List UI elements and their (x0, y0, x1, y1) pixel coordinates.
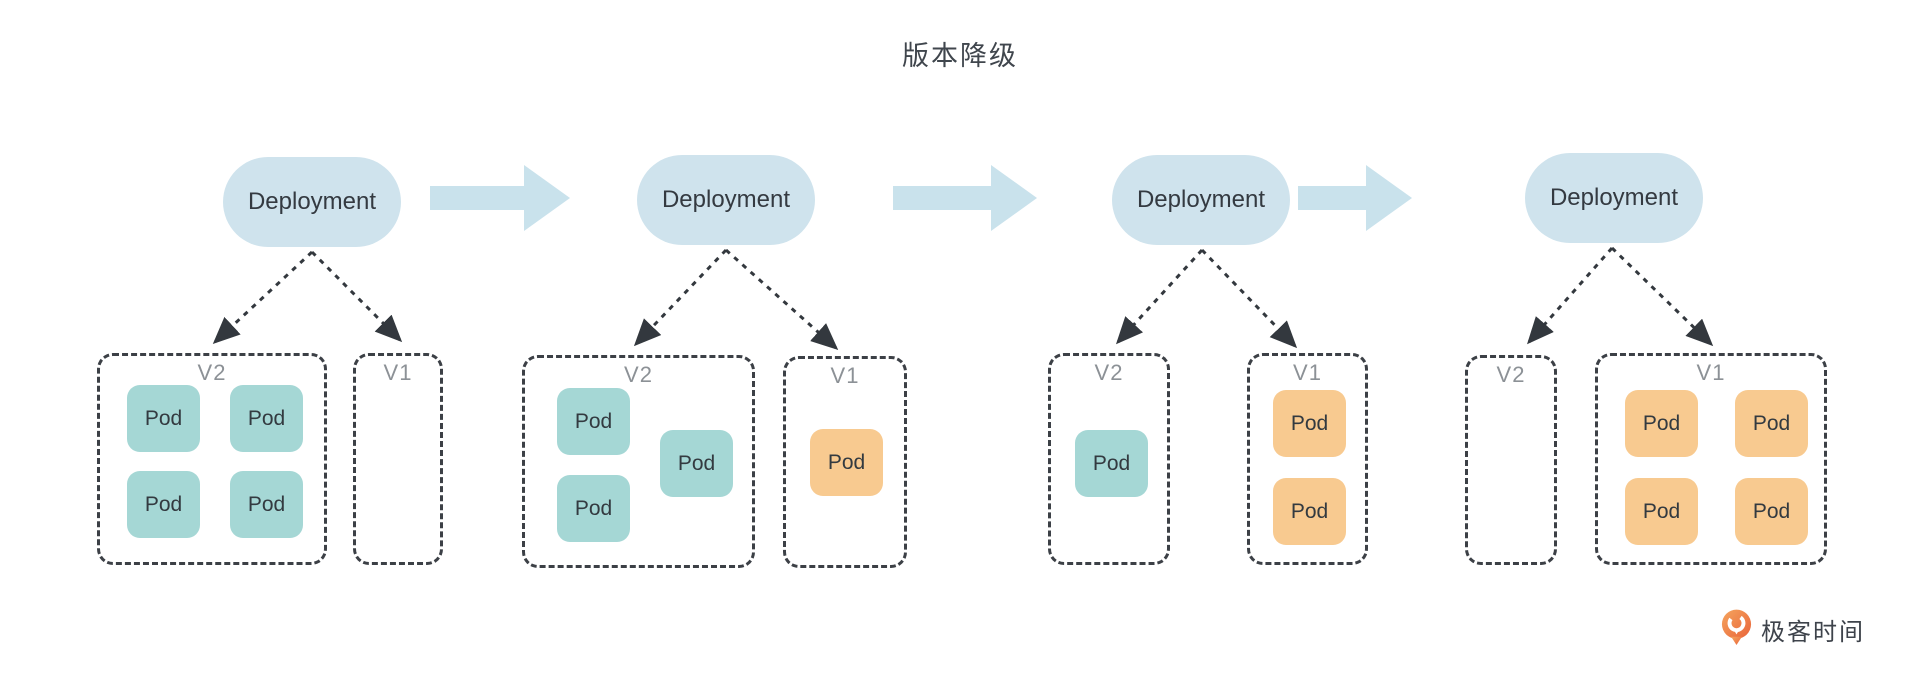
arrow-s2-to-v2 (633, 248, 728, 347)
stage1-v1-box: V1 (353, 353, 443, 565)
geektime-logo-text: 极客时间 (1761, 618, 1865, 646)
stage3-v1-box: V1 Pod Pod (1247, 353, 1368, 565)
arrow-s3-to-v2 (1115, 248, 1204, 345)
geektime-logo: 极客时间 (1720, 608, 1865, 650)
flow-arrow-head (524, 165, 570, 231)
arrow-s1-to-v2 (212, 250, 314, 345)
diagram-title: 版本降级 (902, 41, 1018, 71)
version-label: V1 (1293, 360, 1322, 385)
pod: Pod (230, 471, 303, 538)
pod: Pod (127, 385, 200, 452)
pod: Pod (1075, 430, 1148, 497)
version-label: V2 (197, 360, 227, 385)
deployment-node-4: Deployment (1525, 153, 1703, 243)
arrow-s4-to-v1 (1610, 246, 1714, 347)
pod: Pod (1625, 390, 1698, 457)
stage3-v2-box: V2 Pod (1048, 353, 1170, 565)
version-label: V1 (830, 363, 860, 388)
stage1-v2-box: V2 Pod Pod Pod Pod (97, 353, 327, 565)
version-label: V1 (1696, 360, 1726, 385)
flow-arrow-2 (893, 165, 1037, 231)
arrow-s4-to-v2 (1527, 247, 1614, 345)
flow-arrow-3 (1298, 165, 1412, 231)
arrow-s1-to-v1 (310, 250, 403, 343)
arrow-s3-to-v1 (1200, 248, 1298, 349)
pod: Pod (810, 429, 883, 496)
pod: Pod (1273, 390, 1346, 457)
pod: Pod (1273, 478, 1346, 545)
pod: Pod (230, 385, 303, 452)
pod: Pod (127, 471, 200, 538)
flow-arrow-body (430, 186, 524, 210)
version-label: V2 (624, 362, 653, 387)
pod: Pod (557, 388, 630, 455)
deployment-node-3: Deployment (1112, 155, 1290, 245)
version-label: V1 (383, 360, 413, 385)
pod: Pod (1735, 478, 1808, 545)
flow-arrow-body (893, 186, 991, 210)
pod: Pod (1735, 390, 1808, 457)
stage2-v2-box: V2 Pod Pod Pod (522, 355, 755, 568)
flow-arrow-body (1298, 186, 1366, 210)
pod: Pod (557, 475, 630, 542)
stage4-v1-box: V1 Pod Pod Pod Pod (1595, 353, 1827, 565)
pod: Pod (660, 430, 733, 497)
geektime-logo-icon (1721, 609, 1752, 646)
flow-arrow-head (991, 165, 1037, 231)
pod: Pod (1625, 478, 1698, 545)
deployment-node-2: Deployment (637, 155, 815, 245)
version-label: V2 (1094, 360, 1124, 385)
flow-arrow-1 (430, 165, 570, 231)
stage2-v1-box: V1 Pod (783, 356, 907, 568)
flow-arrow-head (1366, 165, 1412, 231)
arrow-s2-to-v1 (725, 248, 839, 350)
version-label: V2 (1496, 362, 1526, 387)
stage4-v2-box: V2 (1465, 355, 1557, 565)
deployment-node-1: Deployment (223, 157, 401, 247)
